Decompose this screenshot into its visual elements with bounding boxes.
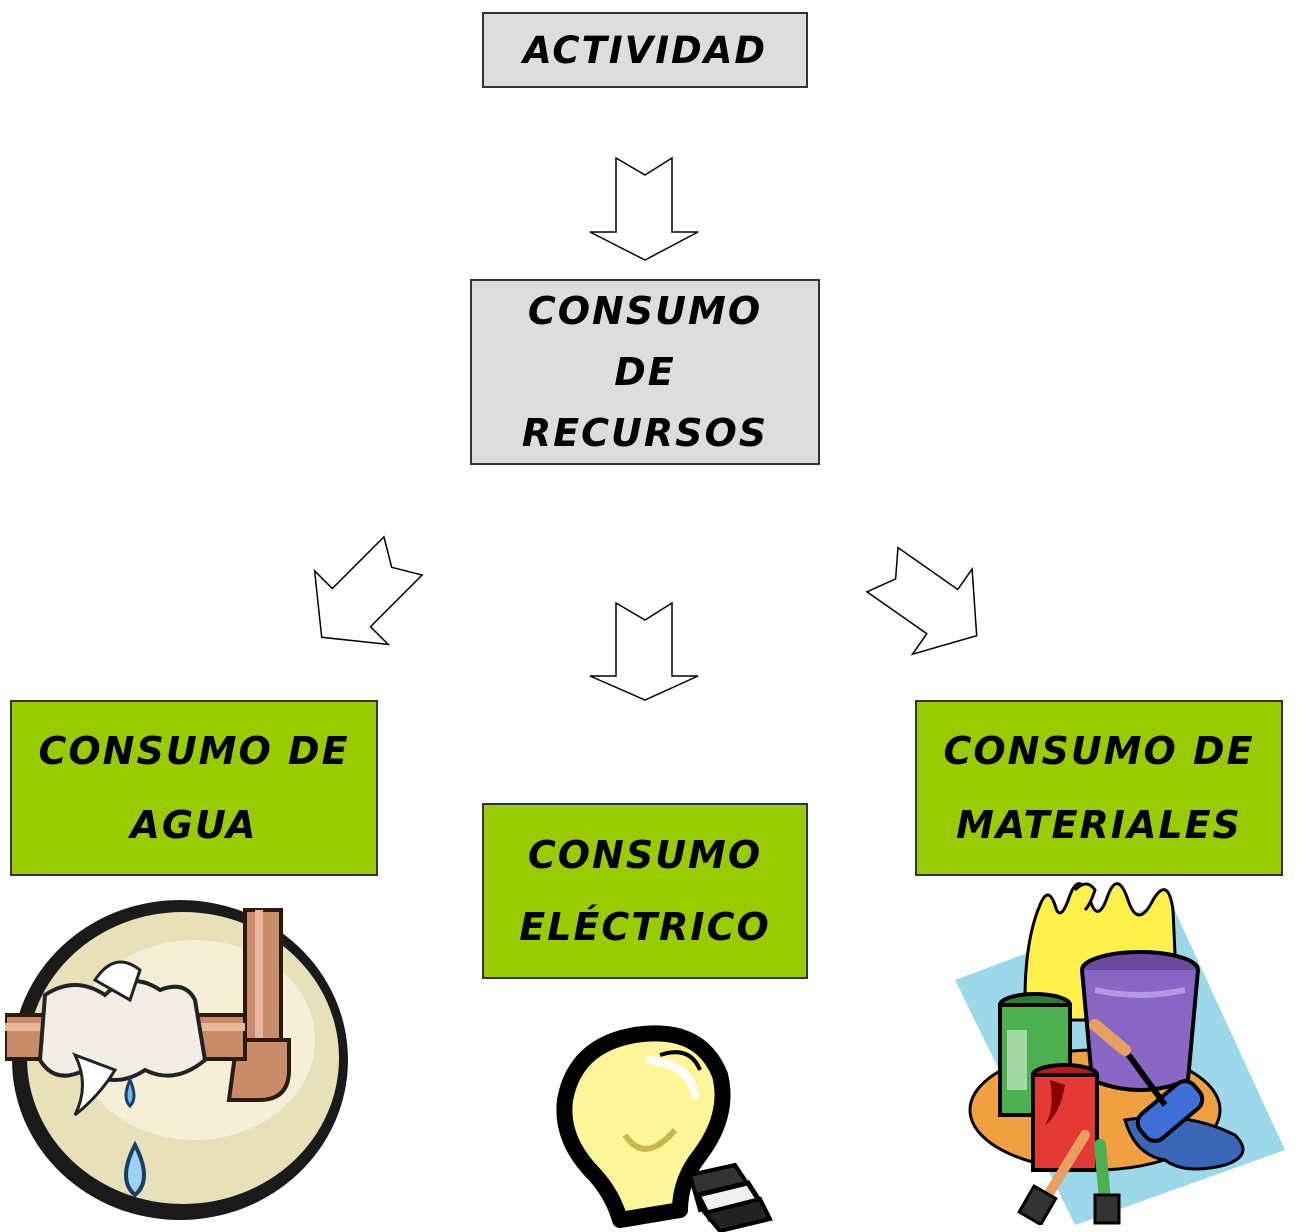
- node-actividad-label: ACTIVIDAD: [522, 28, 768, 72]
- node-actividad: ACTIVIDAD: [482, 12, 808, 88]
- node-consumo-materiales: CONSUMO DE MATERIALES: [915, 700, 1283, 876]
- paint-cans-icon: [955, 882, 1285, 1225]
- node-consumo-electrico: CONSUMO ELÉCTRICO: [482, 803, 808, 979]
- node-consumo-recursos-label: CONSUMO DE RECURSOS: [521, 288, 769, 455]
- node-consumo-materiales-label: CONSUMO DE MATERIALES: [943, 729, 1255, 847]
- node-consumo-electrico-label: CONSUMO ELÉCTRICO: [519, 833, 771, 949]
- arrow-recursos-to-electrico: [589, 601, 699, 701]
- arrow-recursos-to-agua: [313, 535, 424, 646]
- leaking-pipe-icon: [5, 900, 348, 1220]
- node-consumo-agua-label: CONSUMO DE AGUA: [38, 729, 350, 847]
- light-bulb-icon: [556, 1025, 773, 1232]
- node-consumo-recursos: CONSUMO DE RECURSOS: [470, 279, 820, 465]
- node-consumo-agua: CONSUMO DE AGUA: [10, 700, 378, 876]
- arrow-recursos-to-materiales: [865, 546, 978, 656]
- arrow-actividad-to-recursos: [589, 156, 699, 261]
